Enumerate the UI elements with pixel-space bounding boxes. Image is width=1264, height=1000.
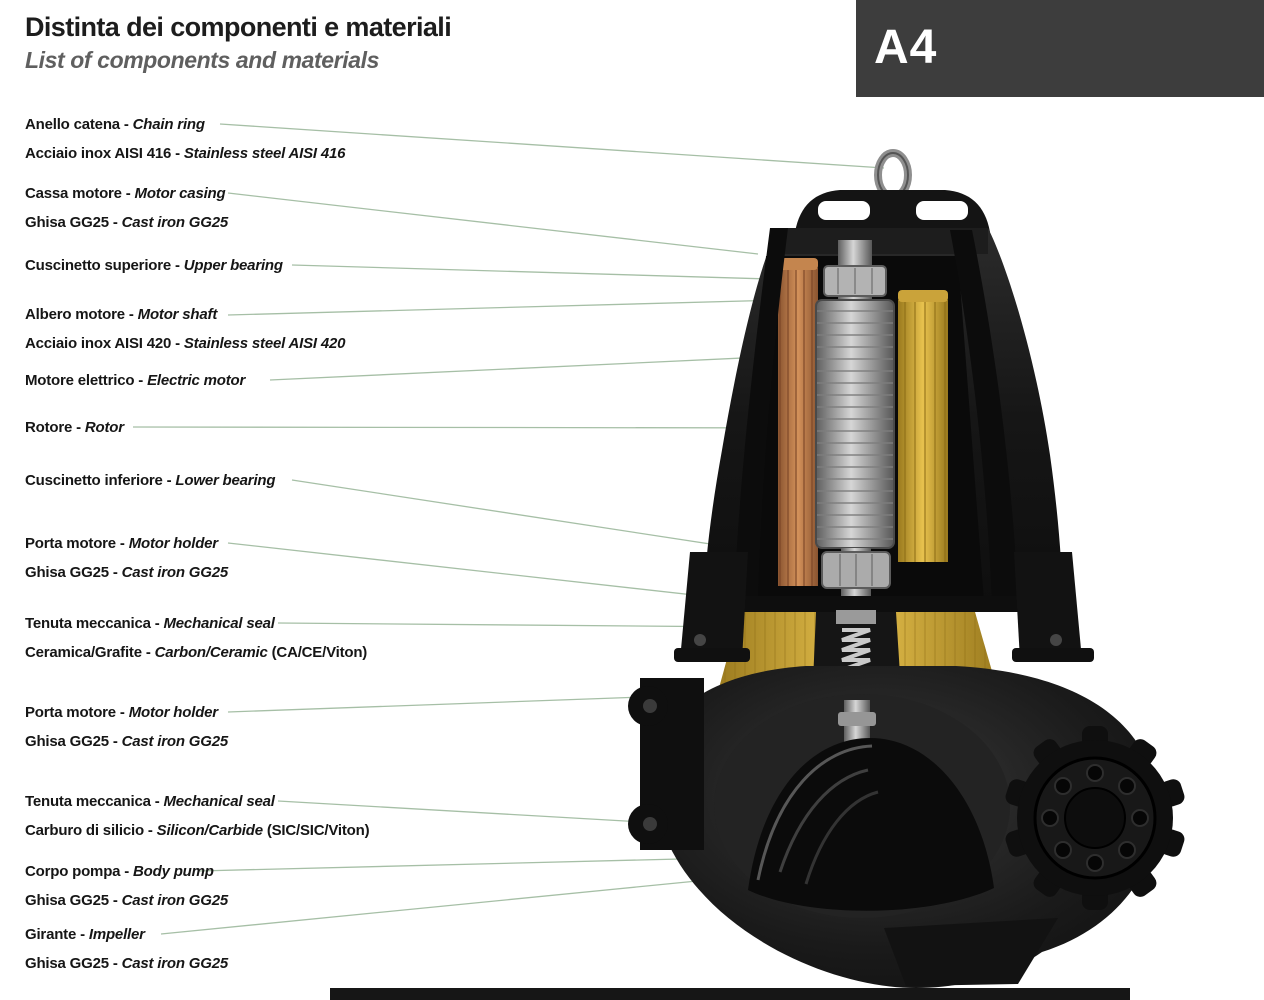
- pump-cutaway-illustration: [628, 149, 1185, 988]
- rotor: [815, 299, 895, 549]
- page-tag-badge: A4: [856, 0, 1264, 97]
- left-flange: [628, 678, 704, 850]
- upper-bearing: [823, 265, 887, 297]
- label-corpo-pompa: Corpo pompa - Body pump Ghisa GG25 - Cas…: [25, 863, 229, 909]
- label-motore-elettrico: Motore elettrico - Electric motor: [25, 372, 246, 389]
- label-girante: Girante - Impeller Ghisa GG25 - Cast iro…: [25, 926, 229, 972]
- label-anello-catena: Anello catena - Chain ring Acciaio inox …: [25, 116, 346, 162]
- label-tenuta-meccanica-1: Tenuta meccanica - Mechanical seal Ceram…: [25, 615, 368, 661]
- page-tag-text: A4: [874, 21, 938, 74]
- label-rotore: Rotore - Rotor: [25, 419, 124, 436]
- label-tenuta-meccanica-2: Tenuta meccanica - Mechanical seal Carbu…: [25, 793, 370, 839]
- lower-bearing: [821, 551, 891, 589]
- page-subtitle: List of components and materials: [25, 47, 379, 73]
- page-title: Distinta dei componenti e materiali: [25, 12, 452, 42]
- top-handle: [795, 190, 990, 232]
- electric-motor-windings: [778, 258, 948, 586]
- label-porta-motore-2: Porta motore - Motor holder Ghisa GG25 -…: [25, 704, 229, 750]
- impeller: [748, 700, 994, 911]
- label-cuscinetto-superiore: Cuscinetto superiore - Upper bearing: [25, 257, 283, 274]
- label-cassa-motore: Cassa motore - Motor casing Ghisa GG25 -…: [25, 185, 229, 231]
- label-albero-motore: Albero motore - Motor shaft Acciaio inox…: [25, 306, 346, 352]
- page-header: Distinta dei componenti e materiali List…: [25, 12, 452, 74]
- label-porta-motore-1: Porta motore - Motor holder Ghisa GG25 -…: [25, 535, 229, 581]
- label-cuscinetto-inferiore: Cuscinetto inferiore - Lower bearing: [25, 472, 276, 489]
- discharge-flange: [1005, 726, 1185, 910]
- page-bottom-edge: [330, 988, 1130, 1000]
